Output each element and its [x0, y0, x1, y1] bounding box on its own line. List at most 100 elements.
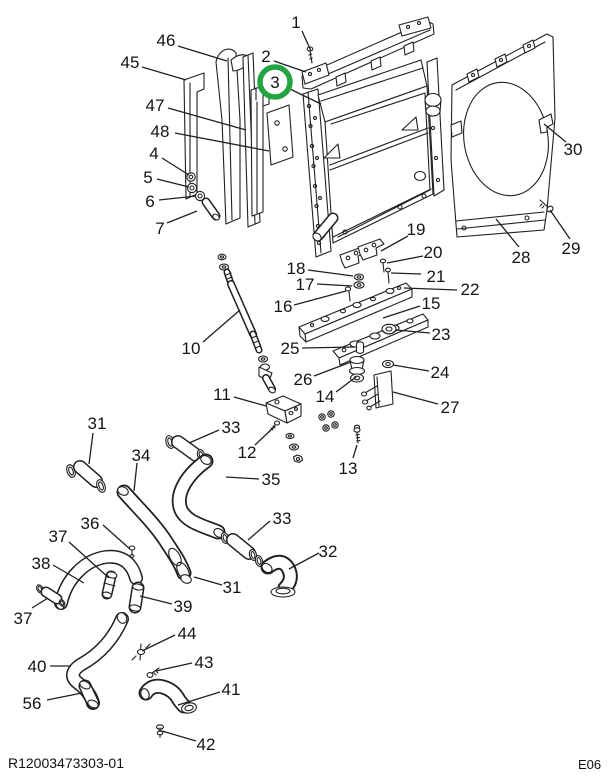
- leader-24: [392, 364, 430, 372]
- sleeve-39: [128, 581, 145, 614]
- callout-11: 11: [213, 385, 231, 404]
- callout-47: 47: [146, 96, 165, 115]
- leader-13: [352, 444, 358, 459]
- leader-42: [161, 730, 197, 742]
- callout-34: 34: [132, 446, 151, 465]
- elbow-32: [260, 554, 298, 598]
- callout-43: 43: [195, 653, 214, 672]
- callout-48: 48: [151, 122, 170, 141]
- leader-22: [403, 287, 458, 291]
- top-mounting-beam: [301, 16, 435, 90]
- leader-29: [549, 209, 571, 240]
- callout-33-lower: 33: [273, 509, 292, 528]
- callout-23: 23: [432, 325, 451, 344]
- leader-36: [102, 524, 131, 550]
- tie-rod-10: [217, 253, 276, 394]
- callout-24: 24: [431, 363, 450, 382]
- callout-45: 45: [121, 53, 140, 72]
- leader-20: [386, 255, 424, 264]
- fan-shroud: [450, 33, 556, 238]
- callout-7: 7: [155, 219, 164, 238]
- leader-7: [166, 210, 198, 224]
- leader-16: [293, 290, 347, 306]
- callout-35: 35: [262, 470, 281, 489]
- leader-34: [133, 462, 138, 492]
- leader-43: [155, 662, 193, 672]
- leader-37-lower: [31, 597, 49, 609]
- callout-39: 39: [174, 597, 193, 616]
- leader-5: [156, 178, 190, 188]
- leader-33-lower: [247, 520, 271, 541]
- callout-5: 5: [143, 168, 152, 187]
- mounting-hardware: [217, 253, 429, 464]
- fitting-37-upper: [101, 570, 118, 600]
- leader-45: [141, 66, 187, 81]
- leader-27: [392, 391, 439, 405]
- leader-35: [225, 476, 260, 480]
- leader-31-upper: [88, 432, 94, 465]
- callout-19: 19: [407, 220, 426, 239]
- callout-25: 25: [281, 339, 300, 358]
- leader-30: [543, 123, 567, 143]
- callout-4: 4: [149, 144, 158, 163]
- leader-2: [273, 60, 307, 73]
- bracket-11: [265, 395, 302, 424]
- side-seal-channels: [183, 48, 294, 228]
- leader-10: [202, 309, 241, 343]
- leader-56: [46, 692, 83, 701]
- leader-17: [316, 283, 353, 287]
- leader-48: [174, 132, 270, 152]
- leader-38: [52, 564, 85, 584]
- callout-28: 28: [512, 248, 531, 267]
- callout-2: 2: [261, 47, 270, 66]
- callout-27: 27: [441, 398, 460, 417]
- leader-37-upper: [68, 541, 110, 579]
- leader-33-upper: [188, 429, 220, 444]
- leader-14: [335, 376, 357, 393]
- callout-22: 22: [461, 280, 480, 299]
- hose-35: [171, 453, 226, 540]
- leader-28: [495, 218, 520, 248]
- leader-6: [158, 195, 197, 201]
- callout-32: 32: [319, 542, 338, 561]
- highlight-callout-3: 3: [270, 73, 279, 92]
- callout-31-lower: 31: [223, 578, 242, 597]
- leader-25: [301, 346, 356, 349]
- callout-15: 15: [422, 294, 441, 313]
- callout-36: 36: [81, 514, 100, 533]
- callout-13: 13: [339, 459, 358, 478]
- fitting-37-lower: [36, 584, 66, 607]
- callout-37-upper: 37: [49, 527, 68, 546]
- callout-layer: 1246454748456730292819202118171622152325…: [14, 13, 583, 754]
- sleeve-33-lower: [220, 532, 264, 567]
- callout-6: 6: [145, 192, 154, 211]
- radiator-assembly: [302, 57, 445, 269]
- page-code: E06: [578, 757, 602, 772]
- callout-31-upper: 31: [88, 414, 107, 433]
- nut-cluster: [318, 410, 339, 432]
- leader-31-lower: [193, 576, 223, 586]
- callout-10: 10: [182, 339, 201, 358]
- callout-42: 42: [197, 735, 216, 754]
- leader-26: [313, 361, 352, 377]
- callout-44: 44: [178, 624, 197, 643]
- callout-37-lower: 37: [14, 609, 33, 628]
- nut-42: [155, 724, 165, 739]
- callout-40: 40: [28, 657, 47, 676]
- leader-11: [233, 396, 267, 407]
- callout-26: 26: [294, 370, 313, 389]
- callout-33-upper: 33: [222, 418, 241, 437]
- leader-12: [254, 425, 276, 446]
- callout-46: 46: [157, 31, 176, 50]
- leader-44: [141, 634, 176, 652]
- callout-56: 56: [23, 694, 42, 713]
- leader-18: [307, 269, 354, 277]
- callout-12: 12: [238, 443, 257, 462]
- leader-1: [301, 30, 312, 52]
- callout-41: 41: [222, 680, 241, 699]
- callout-16: 16: [274, 297, 293, 316]
- highlight-ring: [257, 64, 293, 100]
- leader-41: [177, 691, 221, 706]
- hose-34: [116, 484, 192, 584]
